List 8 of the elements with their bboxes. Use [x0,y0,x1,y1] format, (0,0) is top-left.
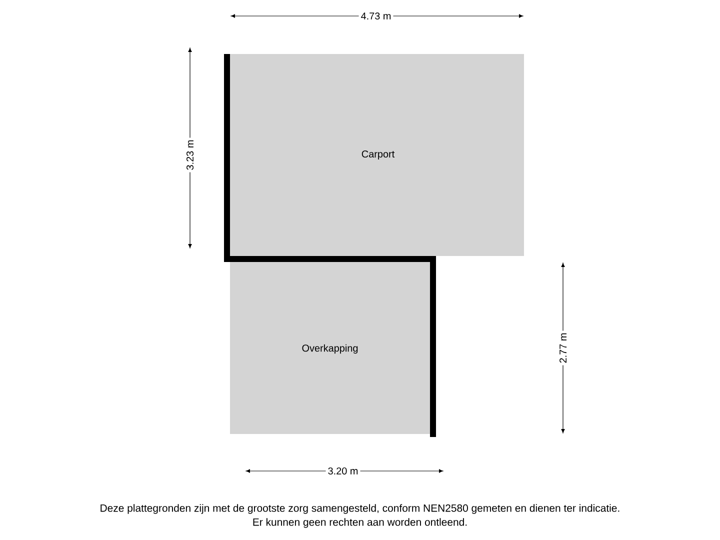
room-floor: Carport [225,54,524,256]
dimension-label: 2.77 m [558,330,568,366]
dimension-label: 3.20 m [326,465,360,476]
room-floor: Overkapping [230,256,436,434]
disclaimer-note: Deze plattegronden zijn met de grootste zorg samengesteld, conform NEN2580 gemeten en dienen ter indicatie. [100,504,620,514]
dimension-label: 4.73 m [358,10,394,22]
dimension-label: 3.23 m [184,138,196,172]
disclaimer-note: Er kunnen geen rechten aan worden ontleend. [253,518,467,528]
